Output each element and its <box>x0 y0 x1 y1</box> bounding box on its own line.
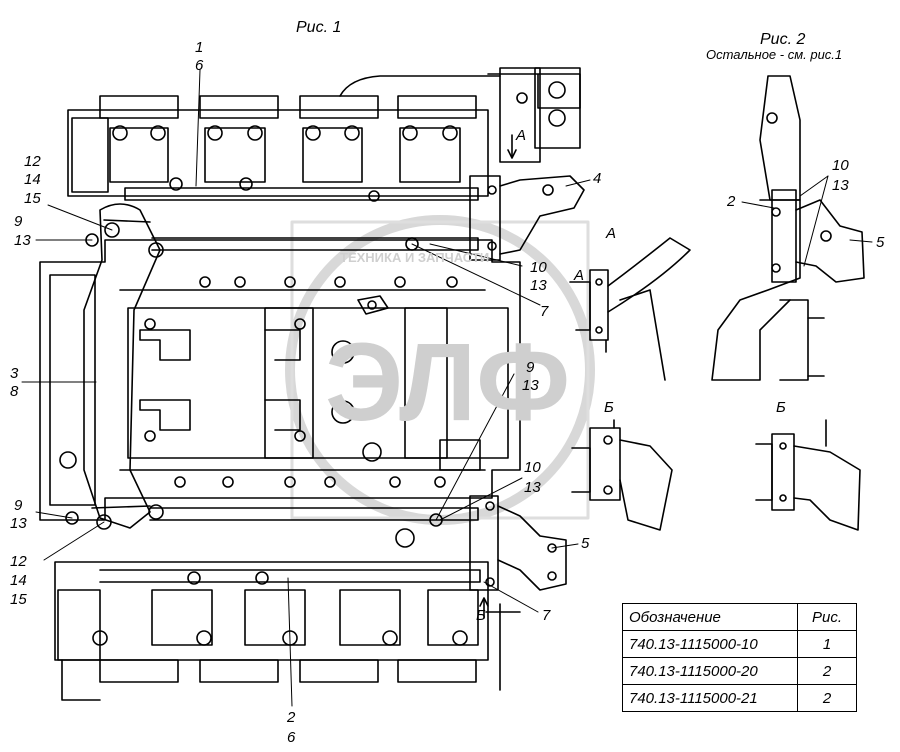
callout-9-top: 9 <box>14 213 23 230</box>
callout-15-bot: 15 <box>10 591 27 608</box>
callout-2-bot: 2 <box>286 709 296 726</box>
row-figure: 2 <box>797 684 857 712</box>
table-row: 740.13-1115000-20 2 <box>622 657 857 685</box>
header-figure: Рис. <box>797 603 857 631</box>
view-a-detail <box>569 237 691 381</box>
view-b-label: Б <box>604 399 614 416</box>
fig2-callout-5: 5 <box>876 234 885 251</box>
arrow-a-marker: А <box>515 127 526 144</box>
callout-6-top: 6 <box>195 57 204 74</box>
upper-outlet-pipe <box>469 175 585 261</box>
watermark-logo: ЭЛФ <box>325 321 570 444</box>
crossover-pipe <box>59 203 164 530</box>
figure2-caption: Рис. 2 <box>760 31 805 48</box>
lower-exhaust-tube <box>99 507 481 585</box>
callout-3: 3 <box>10 365 19 382</box>
engine-block <box>39 239 521 548</box>
fig2-callout-10: 10 <box>832 157 849 174</box>
callout-6-bot: 6 <box>287 729 296 746</box>
callout-13-mid: 13 <box>522 377 539 394</box>
view-b-detail <box>571 419 673 531</box>
callout-7-upper: 7 <box>540 303 549 320</box>
figure1-caption: Рис. 1 <box>296 19 341 36</box>
callouts: 1 6 12 14 15 9 13 3 8 4 10 13 7 9 13 10 … <box>10 39 885 746</box>
view-a-marker: А <box>573 267 584 284</box>
spec-table: Обозначение Рис. 740.13-1115000-10 1 740… <box>622 603 857 712</box>
figure2-main-view <box>711 75 865 381</box>
row-designation: 740.13-1115000-20 <box>622 657 798 685</box>
upper-exhaust-tube <box>124 177 479 251</box>
row-designation: 740.13-1115000-21 <box>622 684 798 712</box>
callout-14-bot: 14 <box>10 572 27 589</box>
callout-10-lower: 10 <box>524 459 541 476</box>
row-designation: 740.13-1115000-10 <box>622 630 798 658</box>
callout-7-lower: 7 <box>542 607 551 624</box>
row-figure: 2 <box>797 657 857 685</box>
row-figure: 1 <box>797 630 857 658</box>
view-a-label: А <box>605 225 616 242</box>
spec-table-header: Обозначение Рис. <box>622 603 857 631</box>
callout-8: 8 <box>10 383 19 400</box>
callout-15-top: 15 <box>24 190 41 207</box>
callout-1-top: 1 <box>195 39 203 56</box>
table-row: 740.13-1115000-21 2 <box>622 684 857 712</box>
callout-12-top: 12 <box>24 153 41 170</box>
fig2-callout-13: 13 <box>832 177 849 194</box>
callout-13-upper: 13 <box>530 277 547 294</box>
leader-lines <box>21 69 873 707</box>
figure2-view-b-label: Б <box>776 399 786 416</box>
callout-13-bot: 13 <box>10 515 27 532</box>
callout-13-top: 13 <box>14 232 31 249</box>
watermark-text: ТЕХНИКА И ЗАПЧАСТИ <box>340 250 489 265</box>
figure2-note: Остальное - см. рис.1 <box>706 47 842 62</box>
table-row: 740.13-1115000-10 1 <box>622 630 857 658</box>
upper-cylinder-heads <box>67 75 501 197</box>
callout-9-bot: 9 <box>14 497 23 514</box>
callout-10-upper: 10 <box>530 259 547 276</box>
callout-5-fig1: 5 <box>581 535 590 552</box>
callout-14-top: 14 <box>24 171 41 188</box>
callout-13-lower: 13 <box>524 479 541 496</box>
lower-cylinder-heads <box>54 561 521 701</box>
callout-12-bot: 12 <box>10 553 27 570</box>
callout-9-mid: 9 <box>526 359 535 376</box>
callout-4: 4 <box>593 170 601 187</box>
exhaust-flange-top <box>487 67 581 163</box>
figure2-view-b <box>755 419 861 531</box>
fig2-callout-2: 2 <box>726 193 736 210</box>
block-bolts <box>144 237 458 527</box>
arrow-b-marker: Б <box>476 607 486 624</box>
header-designation: Обозначение <box>622 603 798 631</box>
